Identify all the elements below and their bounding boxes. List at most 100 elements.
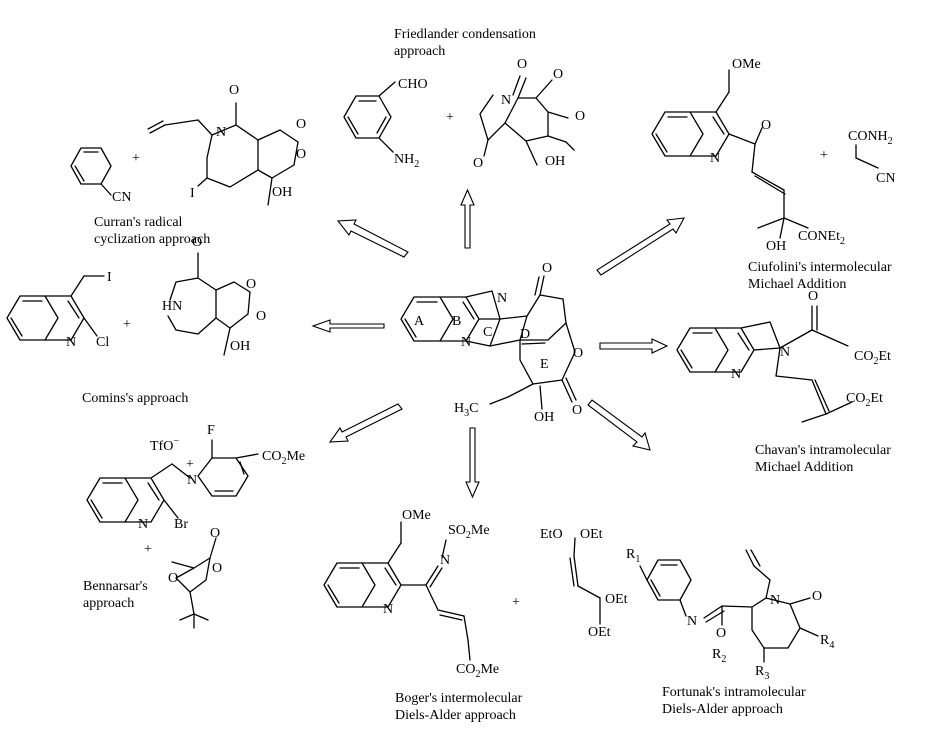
atom-o-friedlander-3: O	[575, 109, 585, 124]
atom-o-friedlander-1: O	[517, 57, 527, 72]
label-chavan-line-1: Chavan's intramolecular	[755, 443, 891, 458]
label-fortunak-line-1: Fortunak's intramolecular	[662, 685, 806, 700]
atom-conh2: CONH2	[848, 129, 893, 147]
atom-oh-friedlander: OH	[545, 154, 565, 169]
label-comins: Comins's approach	[82, 390, 188, 407]
label-bennarsar-line-1: Bennarsar's	[83, 579, 148, 594]
atom-o-comins-1: O	[192, 235, 202, 250]
atom-o-fortunak: O	[812, 589, 822, 604]
atom-co2me-bennarsar: CO2Me	[262, 449, 305, 467]
atom-cho: CHO	[398, 77, 428, 92]
atom-i-comins: I	[107, 270, 112, 285]
atom-oet-1: OEt	[580, 527, 603, 542]
label-boger: Boger's intermolecular Diels-Alder appro…	[395, 690, 522, 724]
label-comins-line-1: Comins's approach	[82, 391, 189, 406]
arrow-to-bennarsar	[328, 403, 403, 443]
ring-label-b: B	[452, 314, 461, 329]
arrow-to-curran	[336, 219, 409, 258]
label-friedlander: Friedlander condensation approach	[394, 26, 536, 60]
atom-o-chavan: O	[808, 289, 818, 304]
atom-co2me-boger: CO2Me	[456, 662, 499, 680]
atom-cl-comins: Cl	[96, 335, 109, 350]
atom-hn-comins: HN	[162, 299, 182, 314]
fortunak-oxime-pyridone	[639, 549, 819, 663]
atom-o-comins-2: O	[246, 277, 256, 292]
atom-r4: R4	[820, 633, 834, 651]
curran-iodopyridone	[147, 102, 299, 206]
atom-oh-comins: OH	[230, 339, 250, 354]
atom-r3: R3	[755, 664, 769, 682]
atom-co2et-chavan-1: CO2Et	[854, 349, 891, 367]
label-chavan-line-2: Michael Addition	[755, 460, 854, 475]
atom-ome-ciufolini: OMe	[732, 57, 761, 72]
atom-ome-boger: OMe	[402, 508, 431, 523]
atom-o-oxime: O	[716, 626, 726, 641]
atom-plus-charge: +	[186, 457, 194, 472]
arrow-to-fortunak	[587, 399, 651, 451]
label-boger-line-2: Diels-Alder approach	[395, 708, 516, 723]
plus-ciufolini: +	[820, 148, 828, 163]
arrow-to-friedlander	[460, 188, 475, 249]
retro-arrows	[311, 188, 685, 499]
plus-comins: +	[123, 317, 131, 332]
atom-co2et-chavan-2: CO2Et	[846, 391, 883, 409]
label-curran-line-1: Curran's radical	[94, 215, 183, 230]
atom-cn-curran: CN	[112, 190, 131, 205]
atom-conet2: CONEt2	[798, 229, 845, 247]
atom-i-curran: I	[190, 186, 195, 201]
atom-n-comins: N	[66, 335, 76, 350]
boger-ketene-acetal	[569, 537, 601, 625]
ring-label-e: E	[540, 357, 549, 372]
atom-n-chavan-1: N	[731, 367, 741, 382]
atom-o-friedlander-4: O	[473, 156, 483, 171]
atom-n-oxime: N	[687, 614, 697, 629]
atom-o-comins-3: O	[256, 309, 266, 324]
atom-n-boger: N	[383, 602, 393, 617]
atom-br: Br	[174, 517, 188, 532]
curran-benzonitrile	[70, 147, 112, 196]
atom-n-ciufolini: N	[710, 151, 720, 166]
plus-bennarsar: +	[144, 542, 152, 557]
atom-o-curran-2: O	[296, 117, 306, 132]
atom-so2me: SO2Me	[448, 523, 490, 541]
atom-eto: EtO	[540, 527, 563, 542]
label-curran: Curran's radical cyclization approach	[94, 214, 210, 248]
atom-r2: R2	[712, 647, 726, 665]
chavan-michael-substrate	[676, 305, 853, 423]
atom-oet-3: OEt	[588, 625, 611, 640]
ring-label-c: C	[483, 325, 492, 340]
friedlander-aminobenzaldehyde	[343, 81, 396, 153]
atom-r1: R1	[626, 547, 640, 565]
atom-o-bennarsar-3: O	[210, 526, 220, 541]
plus-boger: +	[512, 595, 520, 610]
label-ciufolini-line-2: Michael Addition	[748, 277, 847, 292]
label-friedlander-line-1: Friedlander condensation	[394, 27, 536, 42]
atom-h3c: H3C	[454, 401, 478, 419]
atom-o-carbonyl: O	[542, 261, 552, 276]
atom-cn-ciufolini: CN	[876, 171, 895, 186]
atom-o-curran-1: O	[229, 83, 239, 98]
atom-tfo: TfO−	[150, 436, 179, 454]
ciufolini-quinoline-enone	[651, 69, 809, 239]
atom-oet-2: OEt	[605, 592, 628, 607]
atom-f: F	[207, 423, 215, 438]
atom-n-curran: N	[216, 125, 226, 140]
atom-o-bennarsar-1: O	[212, 561, 222, 576]
label-ciufolini-line-1: Ciufolini's intermolecular	[748, 260, 892, 275]
ciufolini-cyanoacetamide	[855, 144, 879, 169]
atom-n-bennarsar-1: N	[138, 517, 148, 532]
label-boger-line-1: Boger's intermolecular	[395, 691, 523, 706]
arrow-to-boger	[465, 427, 480, 499]
atom-n-bennarsar-2: N	[187, 473, 197, 488]
comins-pyridone	[167, 252, 251, 356]
atom-n-lactam: N	[497, 291, 507, 306]
boger-quinoline-sulfonylimine	[323, 521, 471, 661]
label-fortunak-line-2: Diels-Alder approach	[662, 702, 783, 717]
atom-n-friedlander: N	[501, 93, 511, 108]
plus-friedlander: +	[446, 110, 454, 125]
atom-n-imine: N	[440, 553, 450, 568]
label-bennarsar-line-2: approach	[83, 596, 135, 611]
atom-oh-curran: OH	[272, 185, 292, 200]
arrow-to-chavan	[599, 338, 669, 354]
